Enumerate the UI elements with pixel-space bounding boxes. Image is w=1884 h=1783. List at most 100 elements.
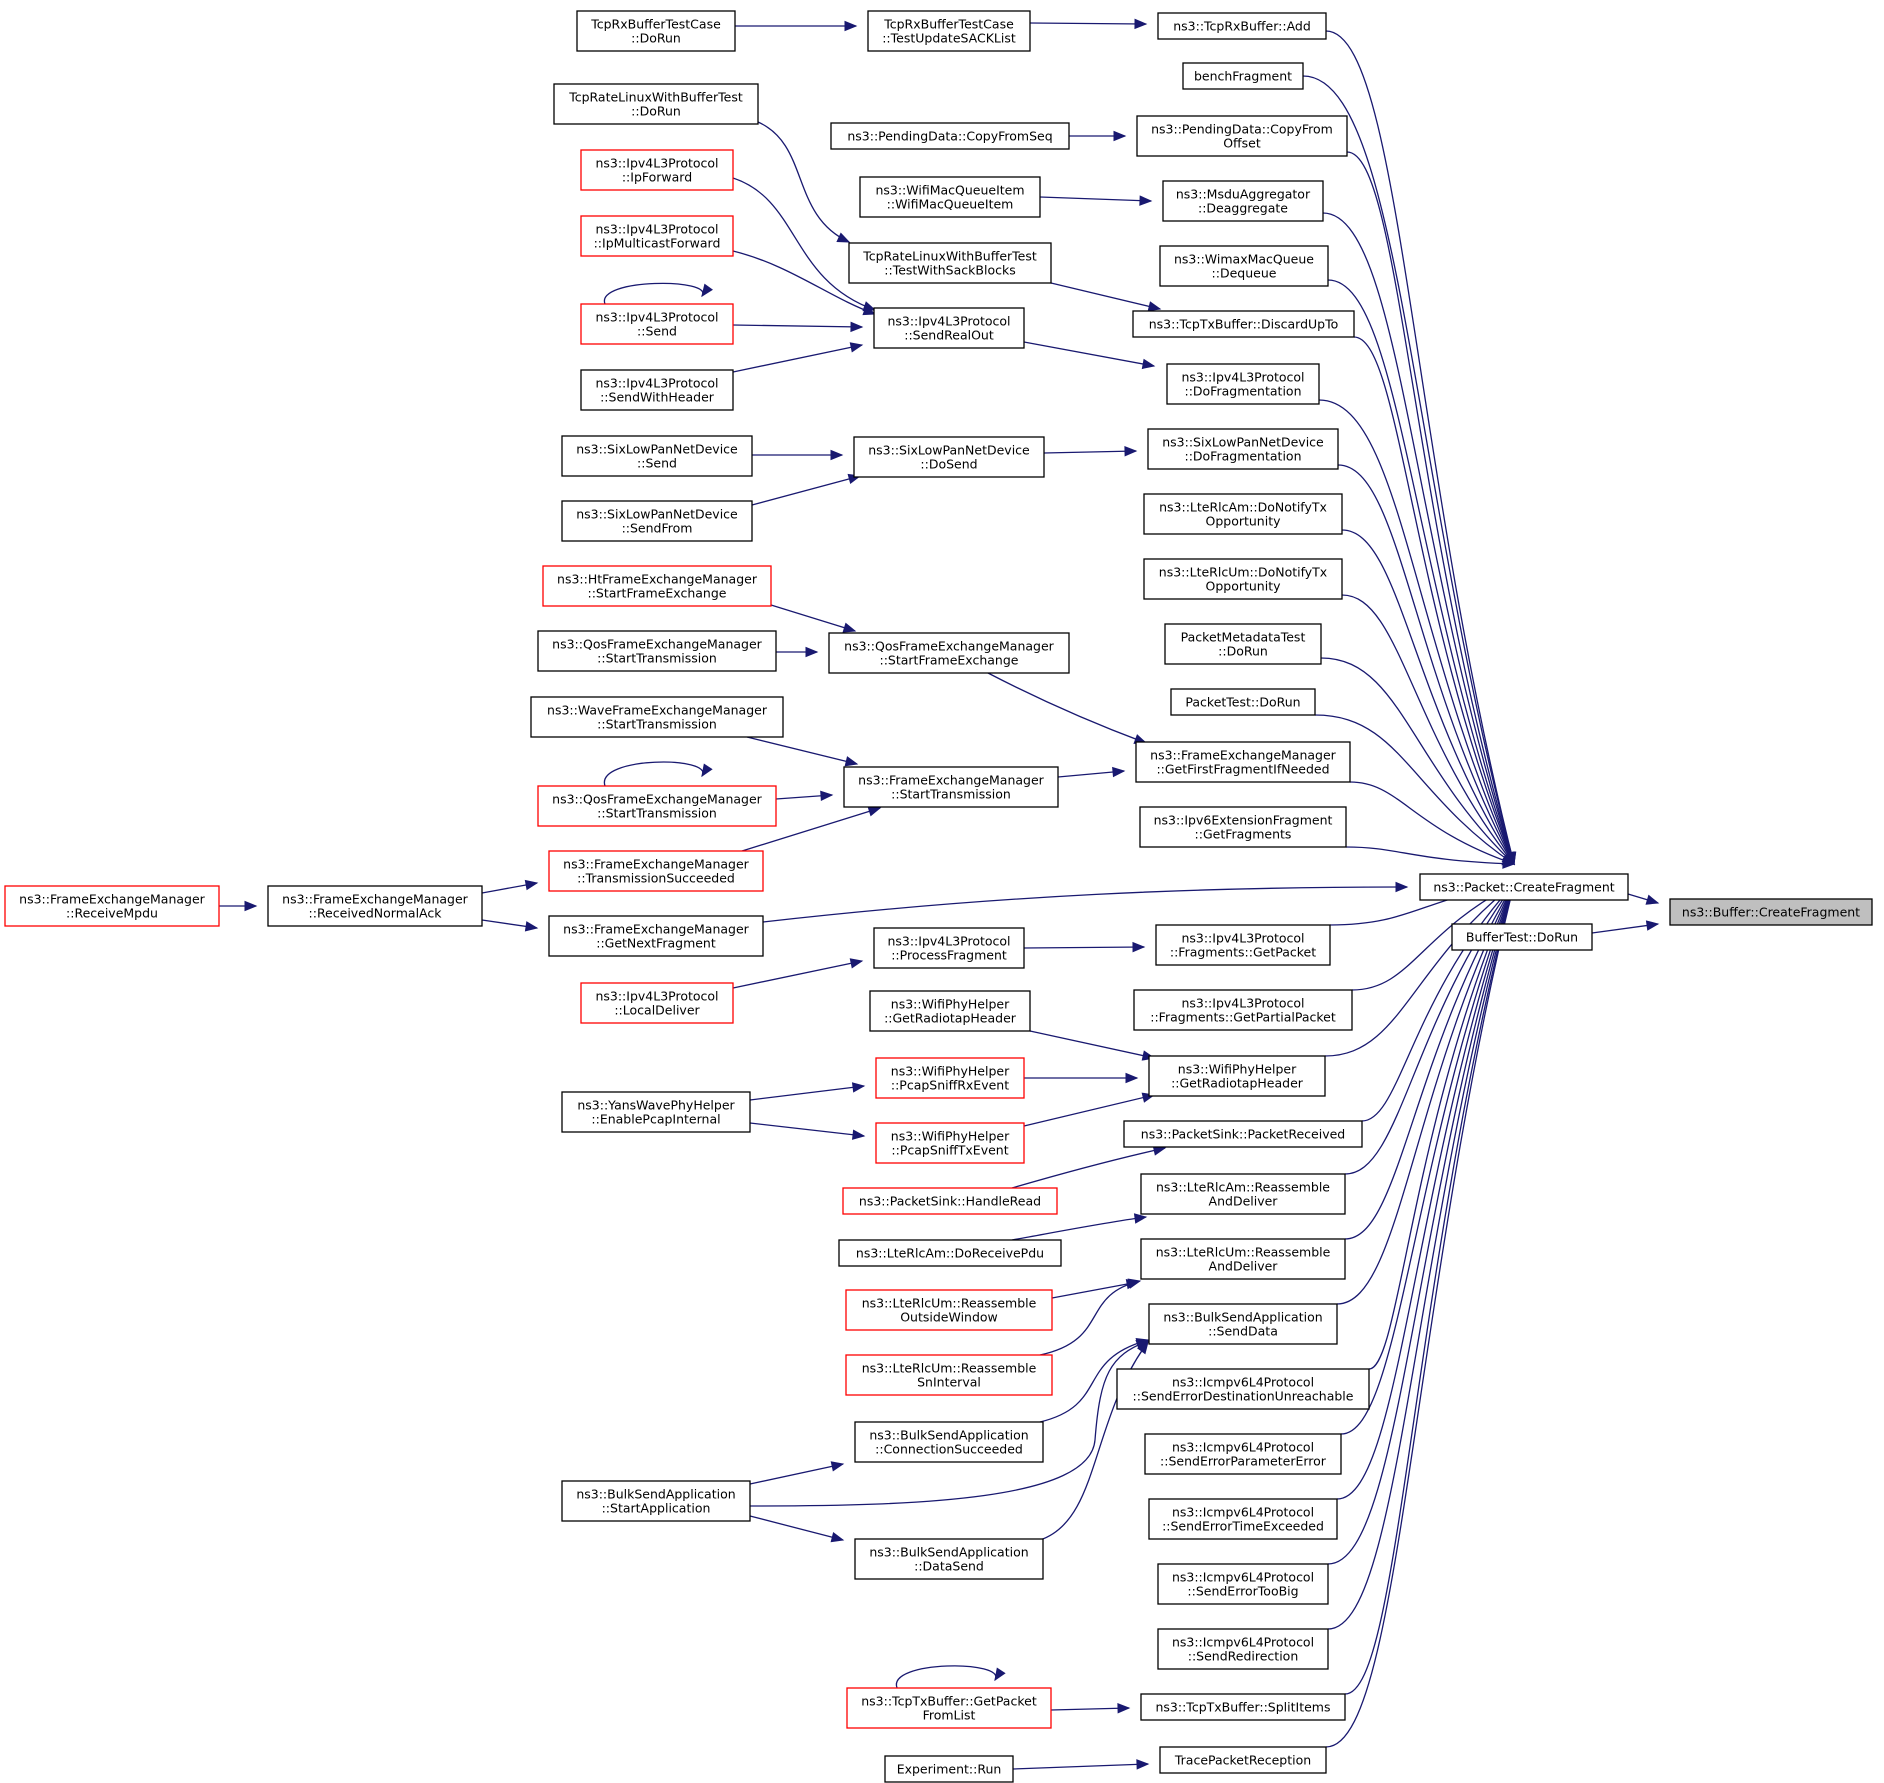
node-icmpv6-destunreach[interactable]: ns3::Icmpv6L4Protocol::SendErrorDestinat… xyxy=(1116,1368,1370,1410)
node-ipv4l3-sendrealout[interactable]: ns3::Ipv4L3Protocol::SendRealOut xyxy=(873,307,1025,349)
node-label-line: ns3::LteRlcUm::DoNotifyTx xyxy=(1159,565,1327,580)
node-lterlcam-doreceivepdu[interactable]: ns3::LteRlcAm::DoReceivePdu xyxy=(838,1239,1062,1267)
node-buffertest-dorun[interactable]: BufferTest::DoRun xyxy=(1451,923,1593,951)
node-fem-receivednormalack[interactable]: ns3::FrameExchangeManager::ReceivedNorma… xyxy=(267,885,483,927)
node-sixlowpan-sendfrom[interactable]: ns3::SixLowPanNetDevice::SendFrom xyxy=(561,500,753,542)
edge-yanswavephyhelper_enablepcapinternal-to-wifiphyhelper_pcapsnifftx xyxy=(749,1122,866,1140)
node-wifiphyhelper-pcapsniffrx[interactable]: ns3::WifiPhyHelper::PcapSniffRxEvent xyxy=(875,1057,1025,1099)
node-label-line: ns3::LteRlcAm::DoReceivePdu xyxy=(856,1246,1044,1261)
node-sixlowpan-dofragmentation[interactable]: ns3::SixLowPanNetDevice::DoFragmentation xyxy=(1147,428,1339,470)
node-label-line: TcpRateLinuxWithBufferTest xyxy=(568,90,743,105)
node-bulksend-senddata[interactable]: ns3::BulkSendApplication::SendData xyxy=(1148,1303,1338,1345)
node-benchfragment[interactable]: benchFragment xyxy=(1182,62,1304,90)
node-packettest-dorun[interactable]: PacketTest::DoRun xyxy=(1170,688,1316,716)
node-packetsink-packetreceived[interactable]: ns3::PacketSink::PacketReceived xyxy=(1123,1120,1363,1148)
node-wifiphyhelper-getradiotapheader-a[interactable]: ns3::WifiPhyHelper::GetRadiotapHeader xyxy=(869,990,1031,1032)
arrowhead xyxy=(1125,1072,1139,1084)
node-icmpv6-paramerror[interactable]: ns3::Icmpv6L4Protocol::SendErrorParamete… xyxy=(1144,1433,1342,1475)
node-label-line: ::SendRedirection xyxy=(1188,1649,1299,1664)
node-box xyxy=(1135,741,1351,783)
node-tracepacketreception[interactable]: TracePacketReception xyxy=(1159,1746,1327,1774)
node-label-line: ns3::FrameExchangeManager xyxy=(19,892,205,907)
node-icmpv6-timeexceeded[interactable]: ns3::Icmpv6L4Protocol::SendErrorTimeExce… xyxy=(1148,1498,1338,1540)
node-ipv4l3-send[interactable]: ns3::Ipv4L3Protocol::Send xyxy=(580,303,734,345)
node-box xyxy=(875,1057,1025,1099)
node-label-line: ::PcapSniffRxEvent xyxy=(891,1078,1009,1093)
node-bulksend-connectionsucceeded[interactable]: ns3::BulkSendApplication::ConnectionSucc… xyxy=(854,1421,1044,1463)
arrowhead xyxy=(1141,358,1156,370)
node-wifiphyhelper-pcapsnifftx[interactable]: ns3::WifiPhyHelper::PcapSniffTxEvent xyxy=(875,1122,1025,1164)
node-packetsink-handleread[interactable]: ns3::PacketSink::HandleRead xyxy=(842,1187,1058,1215)
edge-qosfem_starttransmission_a-to-qosfem_startframeexchange xyxy=(776,646,819,658)
node-box xyxy=(561,435,753,477)
node-bulksend-datasend[interactable]: ns3::BulkSendApplication::DataSend xyxy=(854,1538,1044,1580)
node-box xyxy=(1451,923,1593,951)
node-icmpv6-toobig[interactable]: ns3::Icmpv6L4Protocol::SendErrorTooBig xyxy=(1157,1563,1329,1605)
node-fem-transmissionsucceeded[interactable]: ns3::FrameExchangeManager::TransmissionS… xyxy=(548,850,764,892)
node-ipv4l3-sendwithheader[interactable]: ns3::Ipv4L3Protocol::SendWithHeader xyxy=(580,369,734,411)
node-ipv4l3-fragments-getpacket[interactable]: ns3::Ipv4L3Protocol::Fragments::GetPacke… xyxy=(1155,924,1331,966)
node-label-line: ::StartFrameExchange xyxy=(588,586,727,601)
node-wavefem-starttransmission[interactable]: ns3::WaveFrameExchangeManager::StartTran… xyxy=(530,696,784,738)
node-ipv4l3-ipforward[interactable]: ns3::Ipv4L3Protocol::IpForward xyxy=(580,149,734,191)
node-qosfem-starttransmission-a[interactable]: ns3::QosFrameExchangeManager::StartTrans… xyxy=(537,630,777,672)
node-tcpratelinux-dorun[interactable]: TcpRateLinuxWithBufferTest::DoRun xyxy=(553,83,759,125)
node-tcprxbuffertest-dorun[interactable]: TcpRxBufferTestCase::DoRun xyxy=(576,10,736,52)
node-ipv4l3-processfragment[interactable]: ns3::Ipv4L3Protocol::ProcessFragment xyxy=(873,927,1025,969)
node-ipv4l3-fragments-getpartialpacket[interactable]: ns3::Ipv4L3Protocol::Fragments::GetParti… xyxy=(1133,989,1353,1031)
node-box xyxy=(530,696,784,738)
edge-pendingdata_copyfromoffset-to-packet_createfragment xyxy=(1346,151,1516,866)
node-box xyxy=(1162,180,1324,222)
node-ipv6extfragment-getfragments[interactable]: ns3::Ipv6ExtensionFragment::GetFragments xyxy=(1139,806,1347,848)
node-fem-receivempdu[interactable]: ns3::FrameExchangeManager::ReceiveMpdu xyxy=(4,885,220,927)
node-label-line: Opportunity xyxy=(1205,579,1281,594)
node-tcptxbuffer-discardupto[interactable]: ns3::TcpTxBuffer::DiscardUpTo xyxy=(1132,310,1355,338)
node-fem-getfirstfragmentifneeded[interactable]: ns3::FrameExchangeManager::GetFirstFragm… xyxy=(1135,741,1351,783)
node-wifiphyhelper-getradiotapheader-b[interactable]: ns3::WifiPhyHelper::GetRadiotapHeader xyxy=(1148,1055,1326,1097)
node-tcprxbuffertest-testupdatesacklist[interactable]: TcpRxBufferTestCase::TestUpdateSACKList xyxy=(867,10,1031,52)
node-sixlowpan-send[interactable]: ns3::SixLowPanNetDevice::Send xyxy=(561,435,753,477)
node-packetmetadatatest-dorun[interactable]: PacketMetadataTest::DoRun xyxy=(1164,623,1322,665)
node-fem-starttransmission[interactable]: ns3::FrameExchangeManager::StartTransmis… xyxy=(843,766,1059,808)
node-ipv4l3-localdeliver[interactable]: ns3::Ipv4L3Protocol::LocalDeliver xyxy=(580,982,734,1024)
node-bulksend-startapplication[interactable]: ns3::BulkSendApplication::StartApplicati… xyxy=(561,1480,751,1522)
node-box xyxy=(873,307,1025,349)
node-label-line: TcpRateLinuxWithBufferTest xyxy=(862,249,1037,264)
node-tcpratelinux-testwithsackblocks[interactable]: TcpRateLinuxWithBufferTest::TestWithSack… xyxy=(848,242,1052,284)
node-ipv4l3-dofragmentation[interactable]: ns3::Ipv4L3Protocol::DoFragmentation xyxy=(1166,363,1320,405)
node-label-line: ns3::WifiPhyHelper xyxy=(891,997,1010,1012)
node-label-line: ns3::SixLowPanNetDevice xyxy=(1162,435,1324,450)
node-pendingdata-copyfromseq[interactable]: ns3::PendingData::CopyFromSeq xyxy=(830,122,1070,150)
node-label-line: ns3::HtFrameExchangeManager xyxy=(557,572,758,587)
node-label-line: ns3::FrameExchangeManager xyxy=(563,857,749,872)
node-sixlowpan-dosend[interactable]: ns3::SixLowPanNetDevice::DoSend xyxy=(853,436,1045,478)
node-label-line: ::SendRealOut xyxy=(904,328,994,343)
node-experiment-run[interactable]: Experiment::Run xyxy=(884,1755,1014,1783)
node-label-line: ::StartApplication xyxy=(602,1501,711,1516)
node-wifimacqueueitem[interactable]: ns3::WifiMacQueueItem::WifiMacQueueItem xyxy=(859,176,1041,218)
node-tcprxbuffer-add[interactable]: ns3::TcpRxBuffer::Add xyxy=(1157,12,1327,40)
node-label-line: ::StartTransmission xyxy=(597,651,717,666)
node-qosfem-starttransmission-b[interactable]: ns3::QosFrameExchangeManager::StartTrans… xyxy=(537,785,777,827)
node-wimaxmacqueue-dequeue[interactable]: ns3::WimaxMacQueue::Dequeue xyxy=(1159,245,1329,287)
node-ipv4l3-ipmulticastforward[interactable]: ns3::Ipv4L3Protocol::IpMulticastForward xyxy=(580,215,734,257)
node-qosfem-startframeexchange[interactable]: ns3::QosFrameExchangeManager::StartFrame… xyxy=(828,632,1070,674)
node-msduaggregator-deaggregate[interactable]: ns3::MsduAggregator::Deaggregate xyxy=(1162,180,1324,222)
node-htfem-startframeexchange[interactable]: ns3::HtFrameExchangeManager::StartFrameE… xyxy=(542,565,772,607)
node-fem-getnextfragment[interactable]: ns3::FrameExchangeManager::GetNextFragme… xyxy=(548,915,764,957)
node-packet-createfragment[interactable]: ns3::Packet::CreateFragment xyxy=(1419,873,1629,901)
node-label-line: ns3::Icmpv6L4Protocol xyxy=(1172,1375,1314,1390)
node-box xyxy=(1148,1498,1338,1540)
node-yanswavephyhelper-enablepcapinternal[interactable]: ns3::YansWavePhyHelper::EnablePcapIntern… xyxy=(561,1091,751,1133)
arrowhead xyxy=(830,1532,845,1543)
node-tcptxbuffer-splititems[interactable]: ns3::TcpTxBuffer::SplitItems xyxy=(1140,1693,1346,1721)
node-icmpv6-redirection[interactable]: ns3::Icmpv6L4Protocol::SendRedirection xyxy=(1157,1628,1329,1670)
